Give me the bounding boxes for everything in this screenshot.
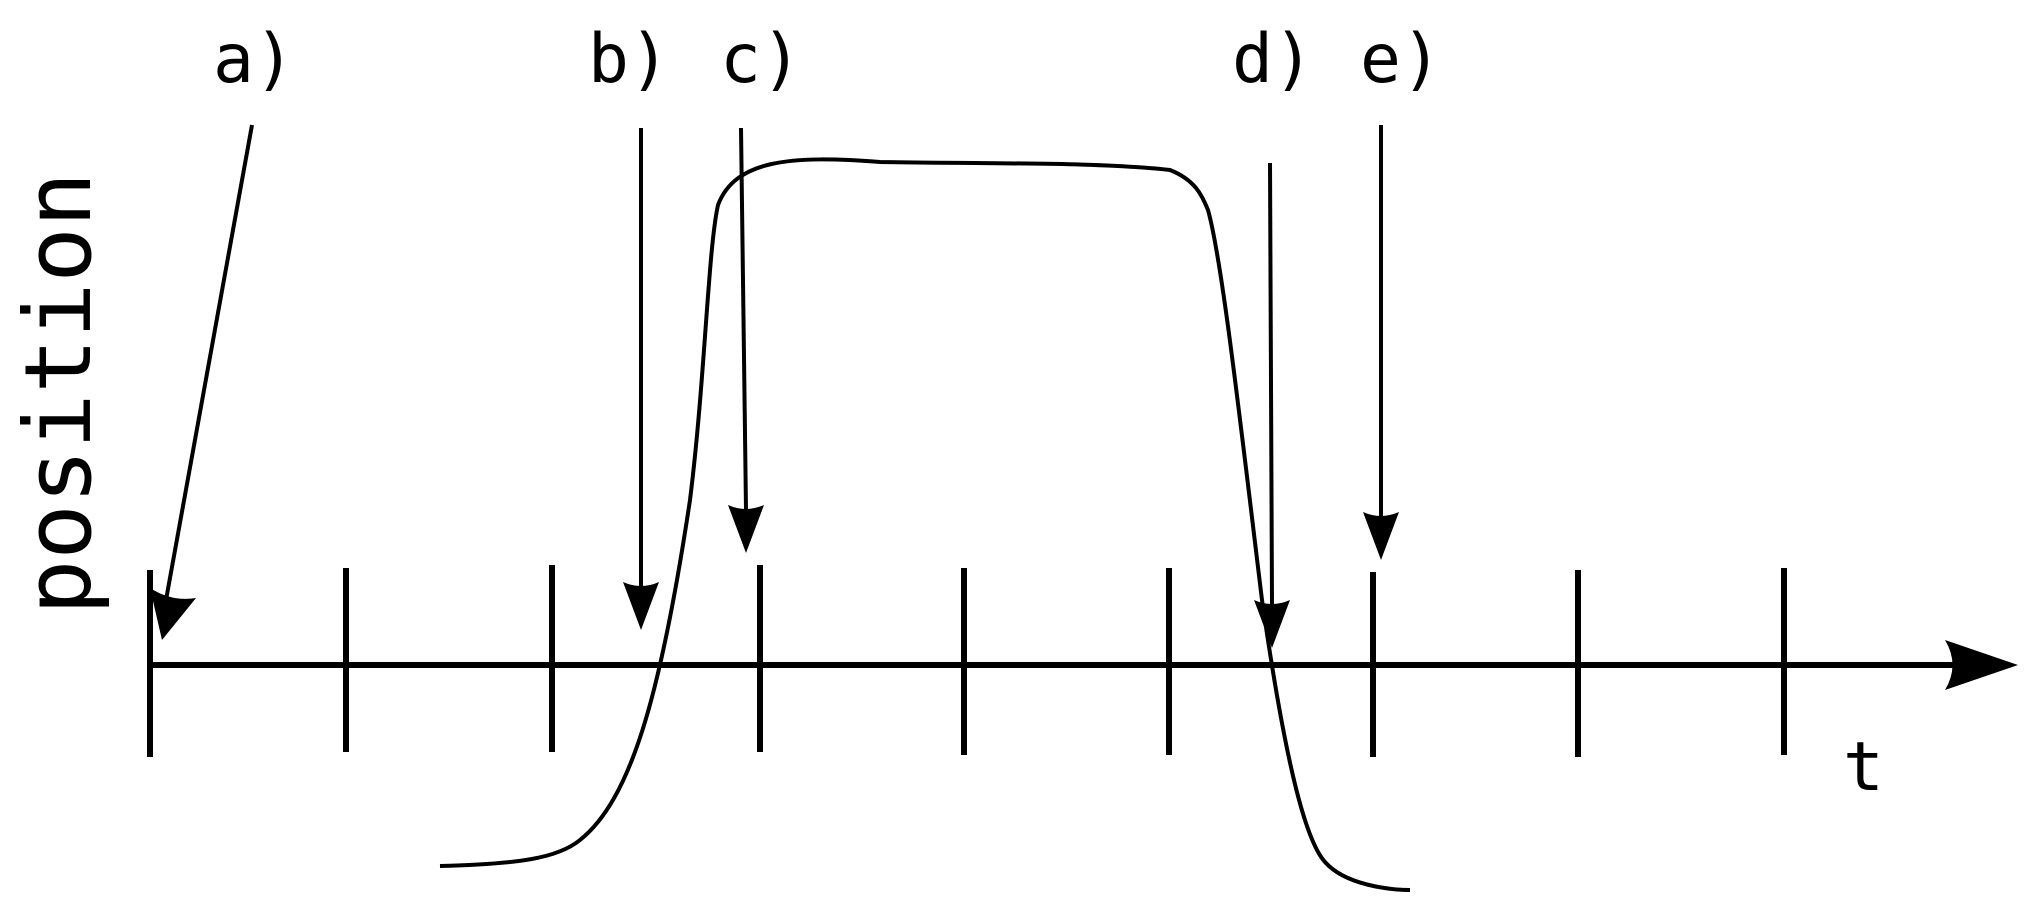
marker-label-d: d) bbox=[1232, 20, 1314, 99]
time-axis-arrowhead bbox=[1945, 640, 2018, 690]
marker-arrow-e bbox=[1363, 125, 1399, 560]
marker-arrow-d bbox=[1254, 162, 1290, 648]
tick-marks bbox=[147, 565, 1787, 757]
marker-labels: a) b) c) d) e) bbox=[213, 20, 1442, 99]
x-axis-label: t bbox=[1843, 728, 1884, 807]
marker-arrows bbox=[150, 124, 1399, 648]
marker-arrow-b bbox=[623, 128, 659, 630]
marker-arrow-c bbox=[728, 127, 764, 553]
marker-label-b: b) bbox=[588, 20, 670, 99]
y-axis-label: position bbox=[5, 172, 112, 615]
marker-arrow-a bbox=[150, 124, 254, 640]
marker-label-e: e) bbox=[1360, 20, 1442, 99]
marker-label-a: a) bbox=[213, 20, 295, 99]
marker-label-c: c) bbox=[720, 20, 802, 99]
position-curve bbox=[439, 157, 1411, 892]
time-axis bbox=[150, 640, 2018, 690]
